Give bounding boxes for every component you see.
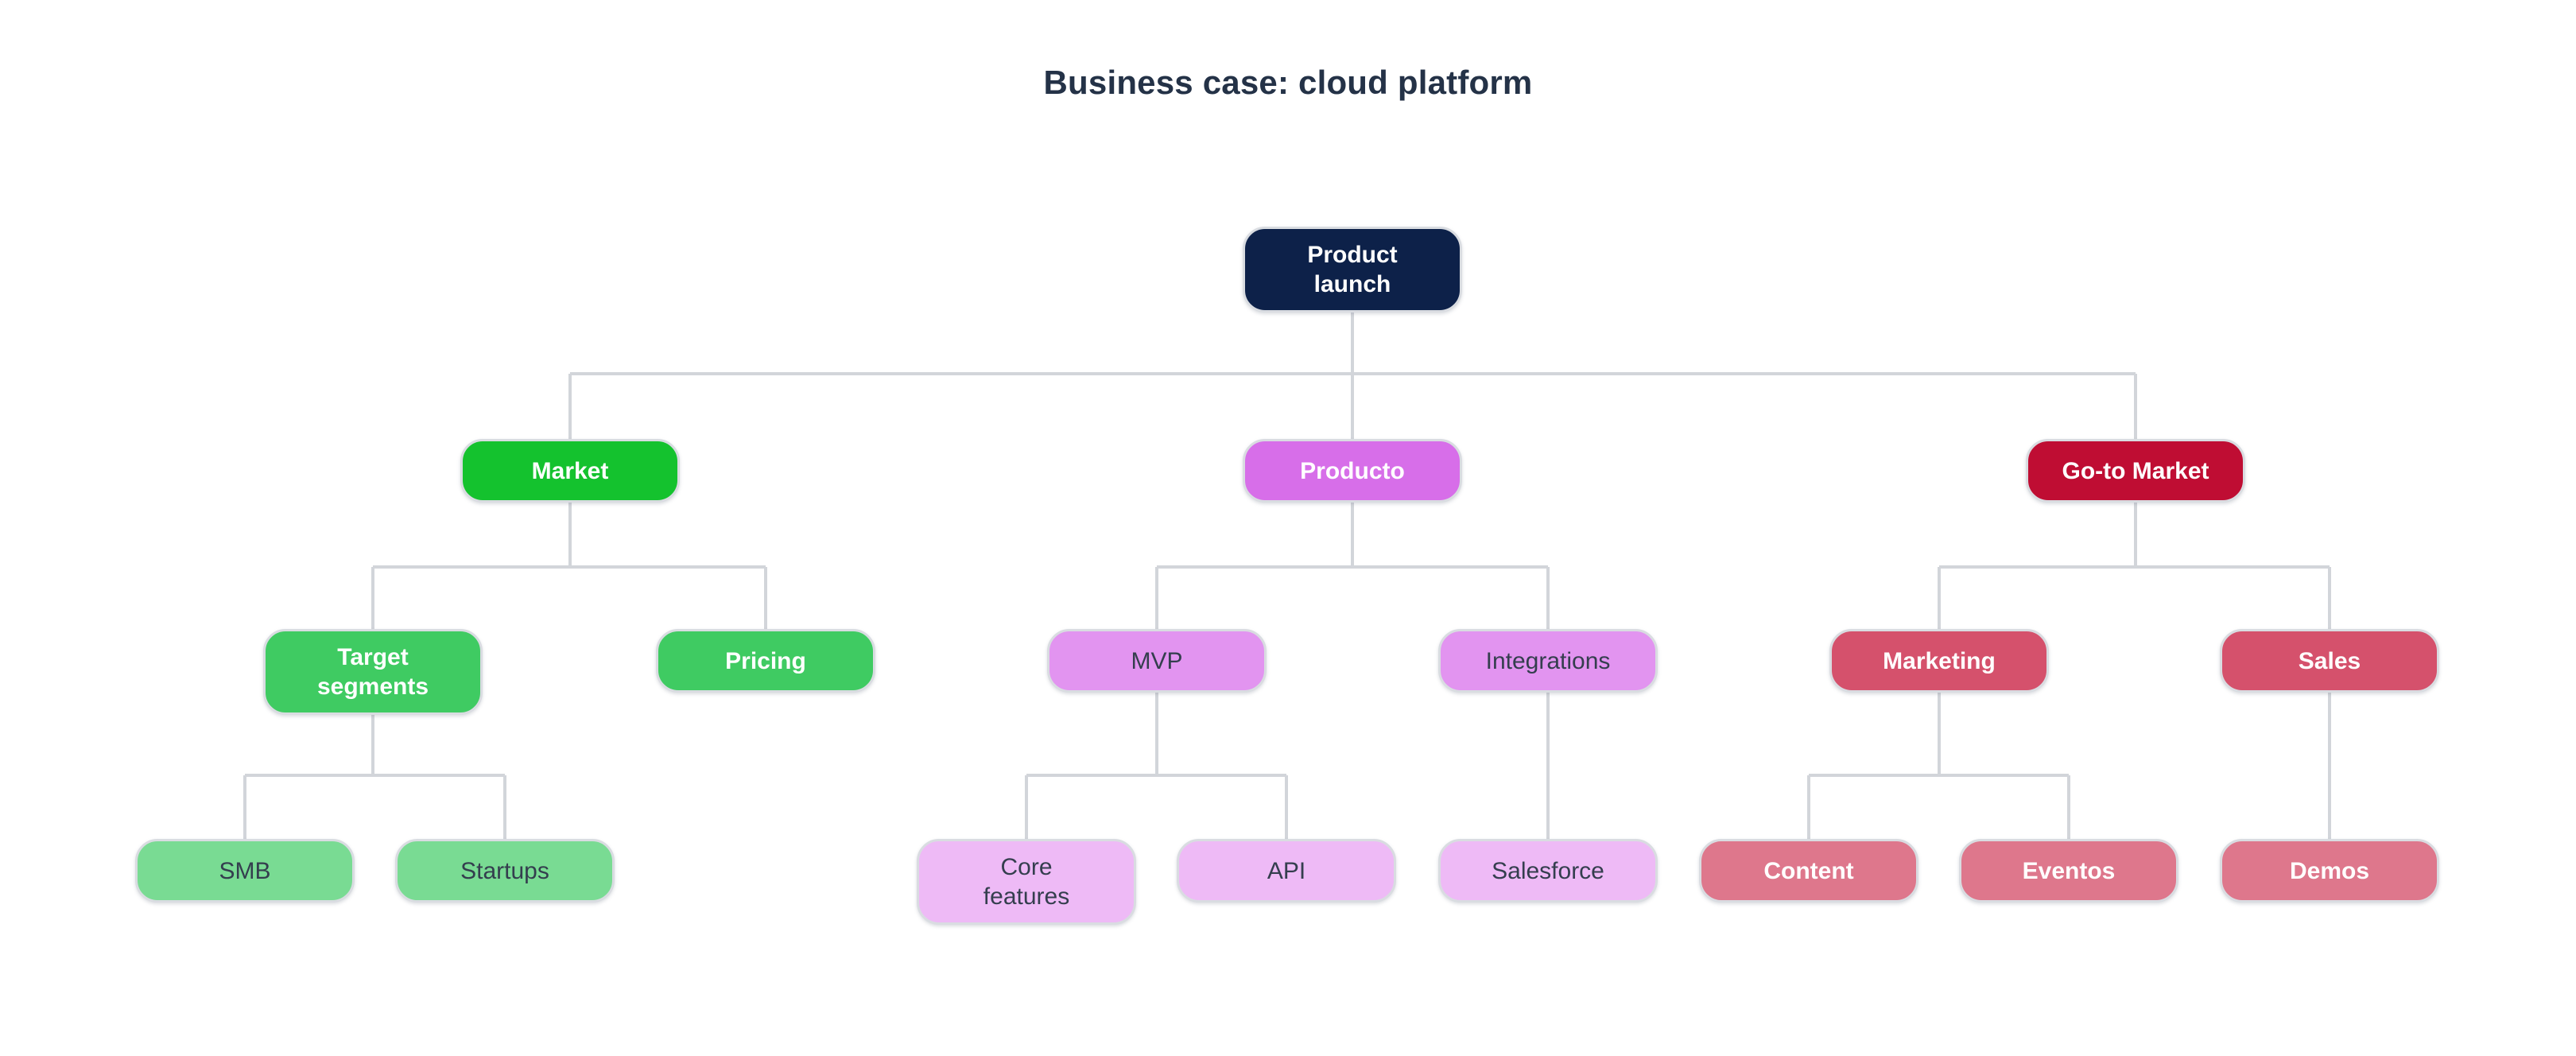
- node-pricing[interactable]: Pricing: [656, 629, 875, 693]
- node-integrations[interactable]: Integrations: [1438, 629, 1658, 693]
- node-startups[interactable]: Startups: [395, 839, 615, 903]
- diagram-title: Business case: cloud platform: [1043, 64, 1533, 101]
- node-mvp[interactable]: MVP: [1047, 629, 1267, 693]
- node-api[interactable]: API: [1177, 839, 1396, 903]
- node-producto[interactable]: Producto: [1243, 439, 1462, 503]
- node-core-features[interactable]: Core features: [917, 839, 1136, 925]
- node-marketing[interactable]: Marketing: [1829, 629, 2049, 693]
- node-go-to-market[interactable]: Go-to Market: [2026, 439, 2245, 503]
- node-salesforce[interactable]: Salesforce: [1438, 839, 1658, 903]
- node-demos[interactable]: Demos: [2220, 839, 2439, 903]
- node-sales[interactable]: Sales: [2220, 629, 2439, 693]
- node-smb[interactable]: SMB: [135, 839, 355, 903]
- node-product-launch[interactable]: Product launch: [1243, 227, 1462, 313]
- node-content[interactable]: Content: [1699, 839, 1918, 903]
- node-eventos[interactable]: Eventos: [1959, 839, 2178, 903]
- node-target-segments[interactable]: Target segments: [263, 629, 483, 715]
- node-market[interactable]: Market: [460, 439, 680, 503]
